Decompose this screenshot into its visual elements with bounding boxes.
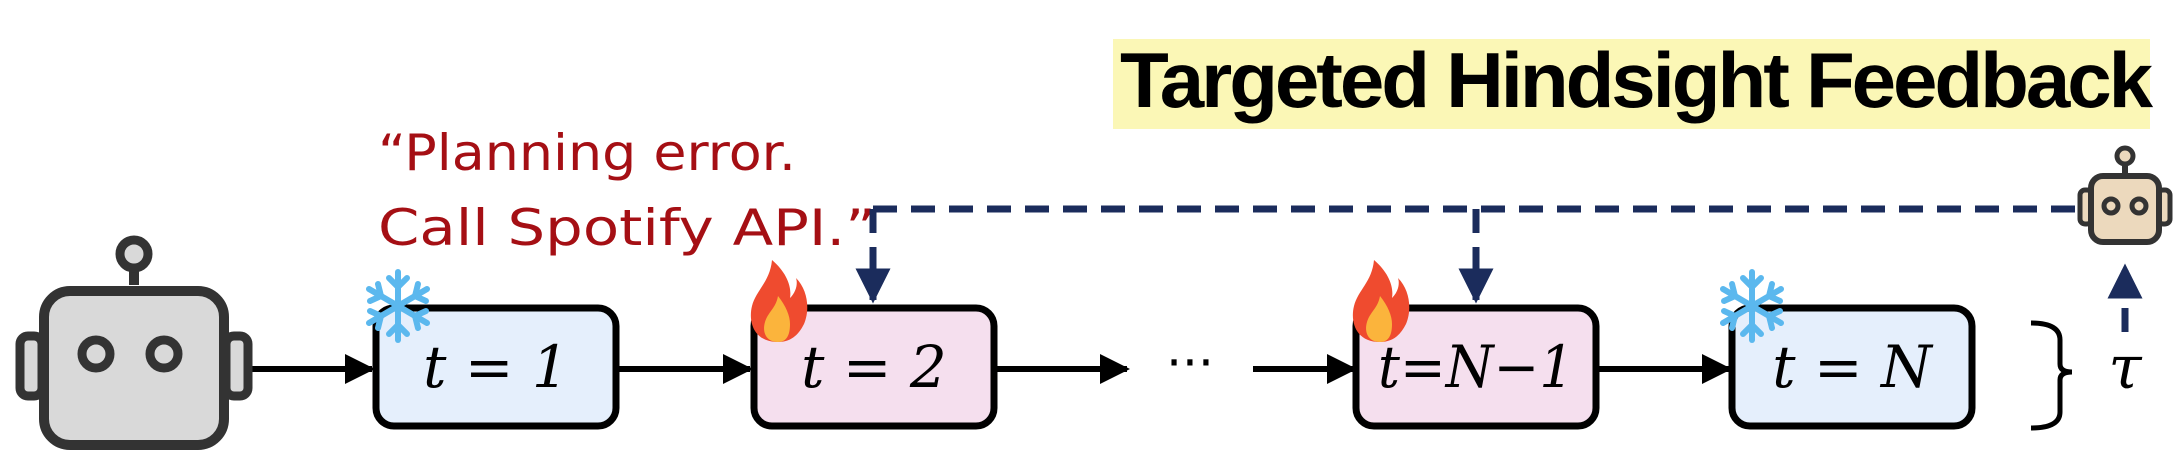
step-box-n: t = N <box>1728 304 1976 430</box>
step-label-n: t = N <box>1772 333 1934 401</box>
feedback-arrows <box>855 205 2143 332</box>
step-box-n-1: t=N−1 <box>1352 304 1600 430</box>
feedback-quote-line-2: Call Spotify API.” <box>378 199 876 257</box>
flame-icon <box>1352 260 1410 342</box>
step-box-2-rect <box>750 304 998 430</box>
trajectory-symbol: τ <box>2108 333 2142 403</box>
step-label-n-1: t=N−1 <box>1378 333 1574 401</box>
title-highlight <box>1113 39 2150 129</box>
step-box-n-1-rect <box>1352 304 1600 430</box>
diagram-title: Targeted Hindsight Feedback <box>1120 36 2154 124</box>
title-group: Targeted Hindsight Feedback <box>1113 36 2157 129</box>
trajectory-brace <box>2030 320 2073 431</box>
ellipsis: ··· <box>1166 334 1214 392</box>
step-label-2: t = 2 <box>801 333 947 401</box>
agent-robot-icon <box>15 235 253 450</box>
step-box-n-rect <box>1728 304 1976 430</box>
feedback-quote-line-1: “Planning error. <box>378 124 796 182</box>
flame-icon <box>750 260 808 342</box>
step-box-1: t = 1 <box>372 304 620 430</box>
step-box-2: t = 2 <box>750 304 998 430</box>
step-box-1-rect <box>372 304 620 430</box>
critic-robot-icon <box>2077 145 2173 245</box>
step-label-1: t = 1 <box>423 333 569 401</box>
feedback-quote: “Planning error. Call Spotify API.” <box>378 124 876 257</box>
